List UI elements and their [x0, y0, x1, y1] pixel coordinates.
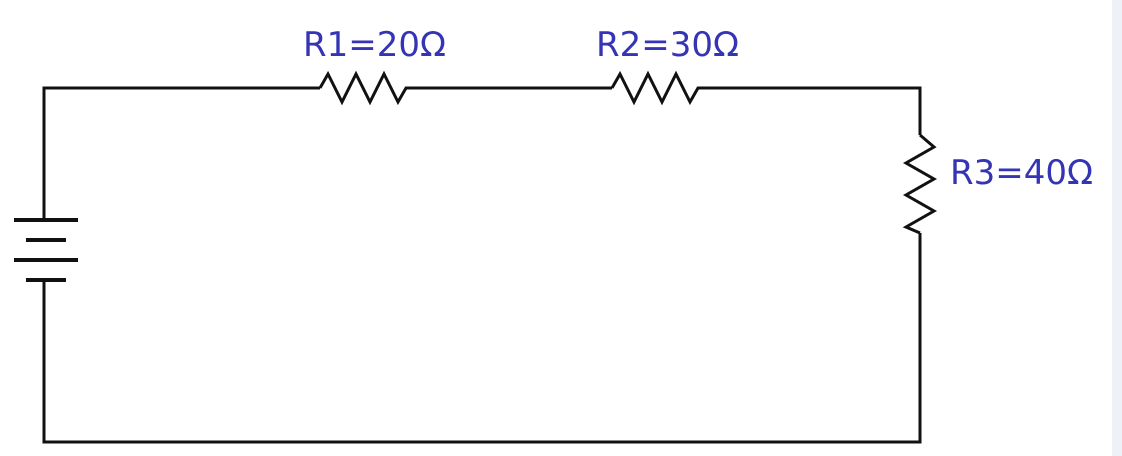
- wire-left-top: [42, 86, 320, 218]
- resistor-r3: [902, 133, 938, 235]
- r2-label: R2=30Ω: [596, 25, 739, 65]
- wire-r2-r3: [708, 86, 922, 135]
- resistor-r2: [610, 70, 708, 106]
- r1-label: R1=20Ω: [303, 25, 446, 65]
- wire-r3-bottom: [42, 233, 922, 444]
- right-edge-strip: [1112, 0, 1122, 456]
- r3-label: R3=40Ω: [950, 153, 1093, 193]
- battery-symbol: [14, 218, 78, 282]
- circuit-wires: [42, 86, 922, 444]
- resistor-r1: [318, 70, 414, 106]
